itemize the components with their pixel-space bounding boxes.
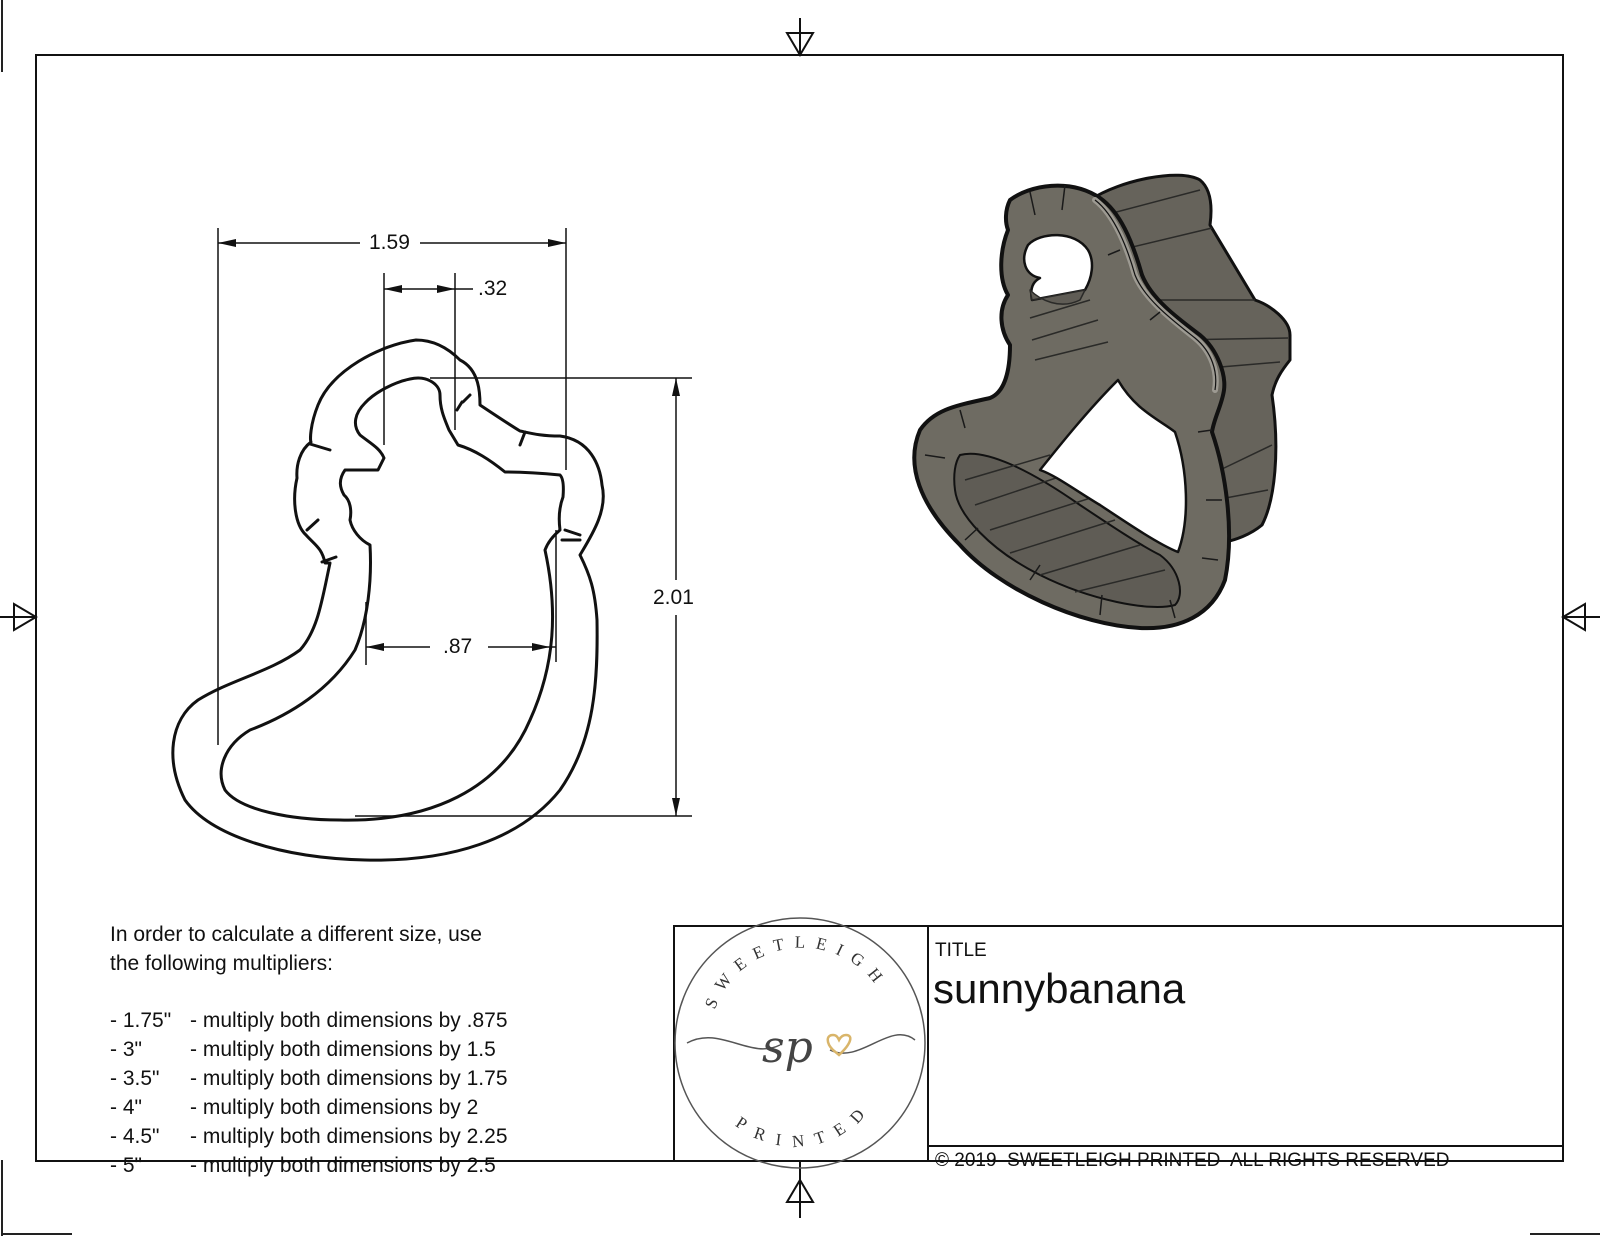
multiplier-row: - 4.5" - multiply both dimensions by 2.25 bbox=[110, 1122, 508, 1151]
multiplier-size: - 4" bbox=[110, 1096, 142, 1119]
multiplier-size: - 3" bbox=[110, 1038, 142, 1061]
size-multiplier-notes: In order to calculate a different size, … bbox=[110, 920, 508, 1180]
multiplier-size: - 5" bbox=[110, 1154, 142, 1177]
logo-flourish bbox=[686, 1034, 916, 1054]
multiplier-row: - 4" - multiply both dimensions by 2 bbox=[110, 1093, 508, 1122]
dimension-lines bbox=[217, 228, 692, 817]
notes-intro: In order to calculate a different size, … bbox=[110, 923, 482, 975]
center-markers bbox=[0, 18, 1600, 1218]
cutter-outline-2d bbox=[171, 338, 605, 862]
multiplier-text: - multiply both dimensions by 2 bbox=[190, 1096, 479, 1119]
multiplier-text: - multiply both dimensions by .875 bbox=[190, 1009, 508, 1032]
dim-inner-width: .87 bbox=[440, 635, 476, 659]
drawing-title: sunnybanana bbox=[933, 965, 1186, 1012]
multiplier-text: - multiply both dimensions by 1.75 bbox=[190, 1067, 508, 1090]
outer-outline bbox=[171, 338, 605, 862]
copyright-notice: © 2019 SWEETLEIGH PRINTED ALL RIGHTS RES… bbox=[935, 1150, 1450, 1171]
dim-top-gap: .32 bbox=[475, 277, 511, 301]
multiplier-text: - multiply both dimensions by 2.5 bbox=[190, 1154, 496, 1177]
dim-overall-width: 1.59 bbox=[366, 231, 413, 255]
multiplier-text: - multiply both dimensions by 1.5 bbox=[190, 1038, 496, 1061]
multiplier-text: - multiply both dimensions by 2.25 bbox=[190, 1125, 508, 1148]
multiplier-row: - 5" - multiply both dimensions by 2.5 bbox=[110, 1151, 508, 1180]
inner-outline bbox=[219, 376, 565, 822]
dim-overall-height: 2.01 bbox=[650, 586, 697, 610]
multiplier-size: - 1.75" bbox=[110, 1009, 172, 1032]
render-inner-wall bbox=[953, 452, 1181, 608]
multiplier-size: - 3.5" bbox=[110, 1067, 160, 1090]
multiplier-row: - 1.75" - multiply both dimensions by .87… bbox=[110, 1006, 508, 1035]
cutter-3d-render bbox=[912, 173, 1292, 631]
multiplier-size: - 4.5" bbox=[110, 1125, 160, 1148]
multiplier-row: - 3" - multiply both dimensions by 1.5 bbox=[110, 1035, 508, 1064]
title-block-frame bbox=[673, 925, 1564, 1162]
title-label: TITLE bbox=[935, 940, 987, 961]
heart-icon bbox=[826, 1033, 852, 1057]
logo-bottom-text: PRINTED bbox=[732, 1096, 876, 1151]
logo-top-text: SWEETLEIGH bbox=[701, 933, 893, 1012]
multiplier-row: - 3.5" - multiply both dimensions by 1.75 bbox=[110, 1064, 508, 1093]
sweetleigh-logo: SWEETLEIGH PRINTED sp bbox=[674, 917, 926, 1169]
logo-monogram: sp bbox=[762, 1022, 813, 1073]
